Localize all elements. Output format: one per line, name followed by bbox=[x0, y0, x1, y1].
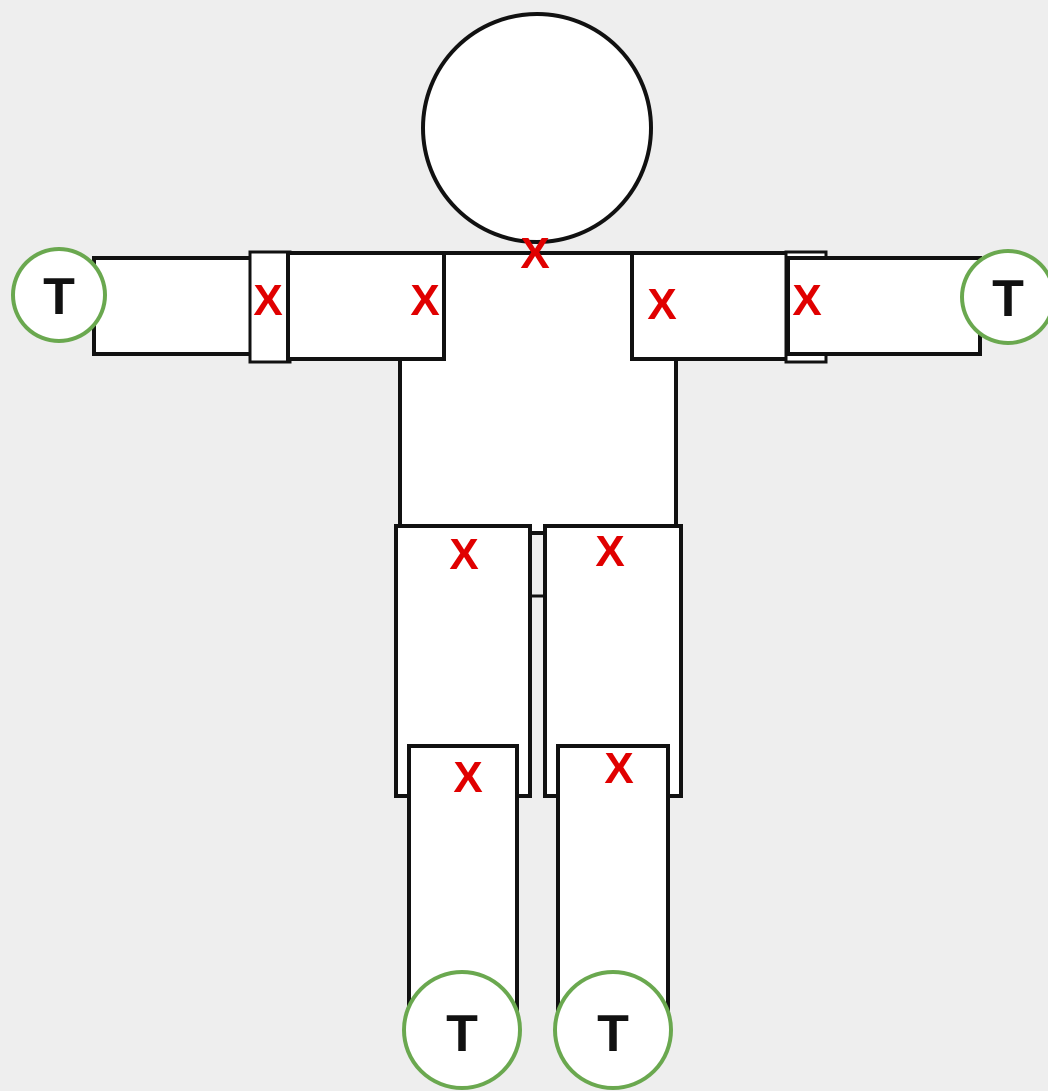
joint-markers: X X X X X X X X X bbox=[253, 229, 821, 802]
neck-joint-marker: X bbox=[520, 229, 549, 278]
left-hand-tip-label: T bbox=[992, 270, 1024, 328]
right-knee-joint-marker: X bbox=[453, 753, 482, 802]
head bbox=[421, 12, 653, 244]
right-foot-tip-label: T bbox=[446, 1005, 478, 1063]
right-elbow-band bbox=[248, 250, 292, 364]
right-elbow-joint-marker: X bbox=[253, 276, 282, 325]
right-foot-tip-marker: T bbox=[402, 970, 522, 1090]
left-hip-joint-marker: X bbox=[595, 527, 624, 576]
right-hip-joint-marker: X bbox=[449, 530, 478, 579]
right-upper-arm bbox=[286, 251, 446, 361]
left-elbow-joint-marker: X bbox=[792, 276, 821, 325]
body-outline bbox=[92, 12, 982, 1038]
right-hand-tip-marker: T bbox=[11, 247, 107, 343]
left-upper-arm bbox=[630, 251, 790, 361]
right-shoulder-joint-marker: X bbox=[410, 276, 439, 325]
left-forearm bbox=[786, 256, 982, 356]
left-foot-tip-marker: T bbox=[553, 970, 673, 1090]
left-knee-joint-marker: X bbox=[604, 744, 633, 793]
left-shoulder-joint-marker: X bbox=[647, 280, 676, 329]
left-foot-tip-label: T bbox=[597, 1005, 629, 1063]
left-hand-tip-marker: T bbox=[960, 249, 1048, 345]
right-hand-tip-label: T bbox=[43, 268, 75, 326]
tip-markers: T T T T bbox=[11, 247, 1048, 1090]
